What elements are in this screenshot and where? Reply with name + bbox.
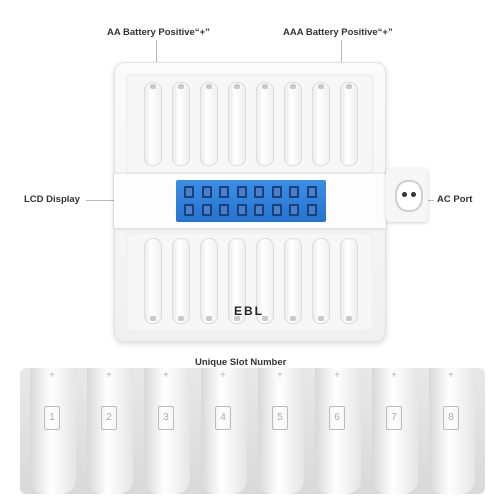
battery-charger: EBL bbox=[114, 62, 386, 342]
top-battery-bay bbox=[126, 74, 374, 174]
battery bbox=[144, 238, 162, 324]
slot-number: 8 bbox=[443, 406, 459, 430]
lcd-panel-band bbox=[114, 174, 386, 228]
ac-pin-left bbox=[402, 192, 407, 197]
closeup-plus-mark: + bbox=[391, 370, 397, 381]
closeup-slot: +3 bbox=[144, 368, 190, 494]
closeup-slot: +5 bbox=[258, 368, 304, 494]
battery bbox=[144, 82, 162, 166]
battery bbox=[340, 238, 358, 324]
slot-number: 4 bbox=[215, 406, 231, 430]
battery bbox=[228, 82, 246, 166]
lcd-battery-indicator bbox=[219, 204, 229, 216]
lcd-battery-indicator bbox=[236, 186, 247, 198]
closeup-slot: +7 bbox=[372, 368, 418, 494]
battery-terminal bbox=[290, 316, 296, 321]
battery-terminal bbox=[150, 84, 156, 89]
lcd-battery-indicator bbox=[306, 204, 317, 216]
lcd-battery-indicator bbox=[271, 204, 282, 216]
slot-number: 1 bbox=[44, 406, 60, 430]
battery bbox=[200, 82, 218, 166]
slot-number: 3 bbox=[158, 406, 174, 430]
battery-terminal bbox=[346, 316, 352, 321]
closeup-plus-mark: + bbox=[448, 370, 454, 381]
battery-terminal bbox=[206, 84, 212, 89]
ac-port bbox=[386, 168, 428, 222]
closeup-slot: +6 bbox=[315, 368, 361, 494]
ebl-logo: EBL bbox=[234, 304, 264, 318]
aa-battery-positive-label: AA Battery Positive“+” bbox=[107, 27, 210, 38]
lcd-battery-indicator bbox=[184, 204, 194, 216]
battery bbox=[312, 82, 330, 166]
closeup-plus-mark: + bbox=[106, 370, 112, 381]
battery bbox=[172, 82, 190, 166]
battery-terminal bbox=[234, 316, 240, 321]
lcd-battery-indicator bbox=[271, 186, 282, 198]
lcd-battery-indicator bbox=[219, 186, 229, 198]
closeup-plus-mark: + bbox=[220, 370, 226, 381]
battery-terminal bbox=[178, 84, 184, 89]
slot-closeup-photo: +1+2+3+4+5+6+7+8 bbox=[20, 368, 485, 494]
closeup-slot: +1 bbox=[30, 368, 76, 494]
battery bbox=[256, 82, 274, 166]
battery bbox=[256, 238, 274, 324]
ac-pin-right bbox=[411, 192, 416, 197]
closeup-slot: +4 bbox=[201, 368, 247, 494]
battery bbox=[228, 238, 246, 324]
lcd-battery-indicator bbox=[201, 186, 212, 198]
battery-terminal bbox=[262, 84, 268, 89]
closeup-plus-mark: + bbox=[163, 370, 169, 381]
battery-terminal bbox=[318, 316, 324, 321]
slot-number: 6 bbox=[329, 406, 345, 430]
battery bbox=[284, 238, 302, 324]
slot-number: 2 bbox=[101, 406, 117, 430]
battery-terminal bbox=[262, 316, 268, 321]
lcd-battery-indicator bbox=[254, 204, 264, 216]
battery-terminal bbox=[234, 84, 240, 89]
unique-slot-number-label: Unique Slot Number bbox=[195, 357, 287, 368]
slot-number: 5 bbox=[272, 406, 288, 430]
lcd-battery-indicator bbox=[306, 186, 317, 198]
closeup-slot: +8 bbox=[429, 368, 475, 494]
lcd-battery-indicator bbox=[236, 204, 247, 216]
battery bbox=[312, 238, 330, 324]
closeup-plus-mark: + bbox=[277, 370, 283, 381]
lcd-battery-indicator bbox=[184, 186, 194, 198]
battery bbox=[172, 238, 190, 324]
closeup-plus-mark: + bbox=[49, 370, 55, 381]
battery-terminal bbox=[206, 316, 212, 321]
battery bbox=[340, 82, 358, 166]
battery-terminal bbox=[150, 316, 156, 321]
lcd-display-label: LCD Display bbox=[24, 194, 80, 205]
slot-number: 7 bbox=[386, 406, 402, 430]
aaa-battery-positive-label: AAA Battery Positive“+” bbox=[283, 27, 393, 38]
battery bbox=[284, 82, 302, 166]
lcd-battery-indicator bbox=[289, 186, 299, 198]
battery-terminal bbox=[290, 84, 296, 89]
lcd-battery-indicator bbox=[289, 204, 299, 216]
battery-terminal bbox=[346, 84, 352, 89]
lcd-display bbox=[176, 180, 326, 222]
closeup-plus-mark: + bbox=[334, 370, 340, 381]
bottom-battery-bay bbox=[126, 232, 374, 332]
ac-port-label: AC Port bbox=[437, 194, 473, 205]
battery-terminal bbox=[178, 316, 184, 321]
lcd-battery-indicator bbox=[201, 204, 212, 216]
lcd-battery-indicator bbox=[254, 186, 264, 198]
ac-socket-icon bbox=[395, 180, 423, 212]
battery bbox=[200, 238, 218, 324]
battery-terminal bbox=[318, 84, 324, 89]
closeup-slot: +2 bbox=[87, 368, 133, 494]
